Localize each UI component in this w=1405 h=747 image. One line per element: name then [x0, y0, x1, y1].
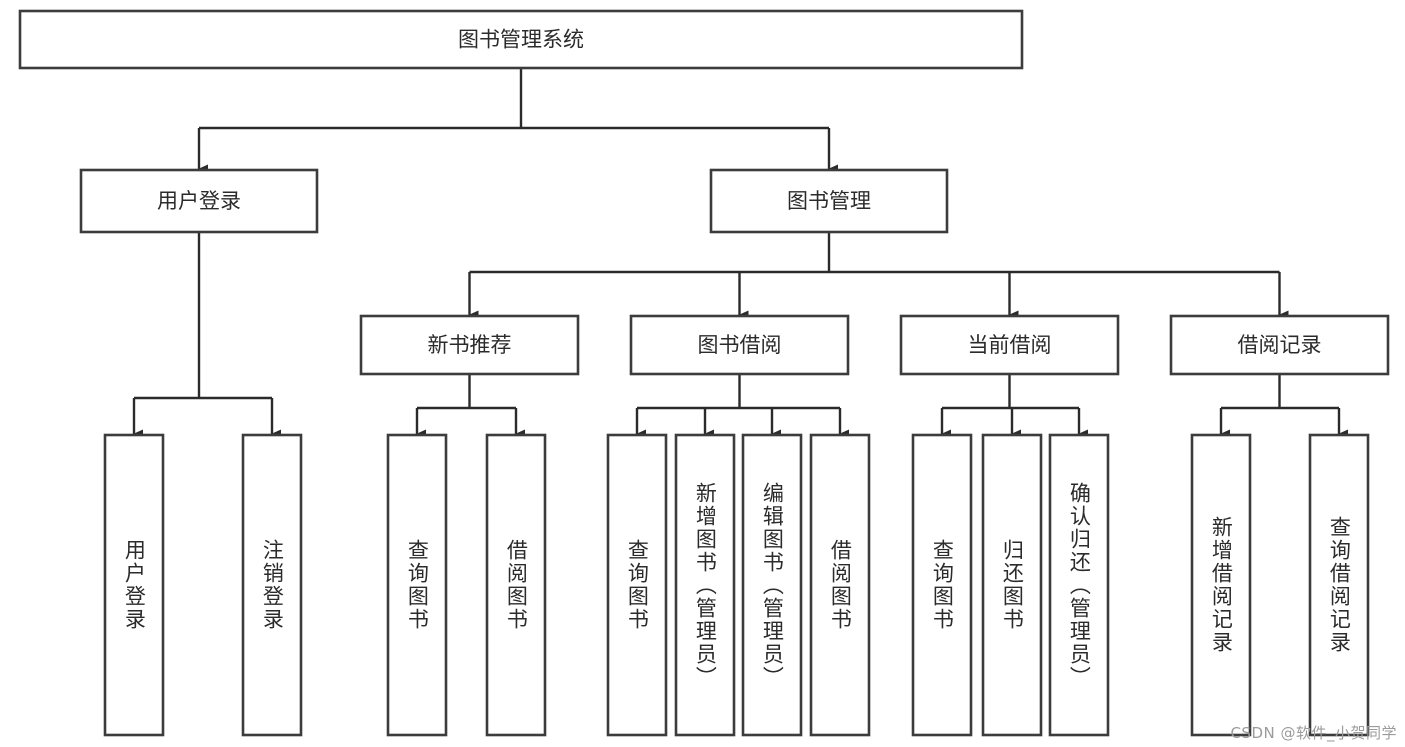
node-label: 确认归还（管理员）: [1067, 481, 1092, 689]
node-current-borrow[interactable]: 当前借阅: [899, 314, 1120, 376]
node-leaf-borrow-book-1[interactable]: 借阅图书: [485, 433, 547, 737]
node-box: [1048, 433, 1110, 737]
node-label: 归还图书: [1000, 539, 1025, 631]
node-leaf-add-book[interactable]: 新增图书（管理员）: [674, 433, 736, 737]
node-leaf-user-logout[interactable]: 注销登录: [241, 433, 303, 737]
node-label: 图书管理系统: [458, 28, 584, 52]
node-label: 新增借阅记录: [1209, 516, 1234, 654]
node-label: 查询图书: [405, 539, 430, 631]
node-leaf-user-login[interactable]: 用户登录: [103, 433, 165, 737]
node-label: 借阅记录: [1238, 333, 1322, 357]
node-leaf-confirm-return[interactable]: 确认归还（管理员）: [1048, 433, 1110, 737]
node-box: [741, 433, 803, 737]
node-box: [981, 433, 1043, 737]
node-label: 编辑图书（管理员）: [760, 481, 785, 689]
node-label: 查询图书: [625, 539, 650, 631]
node-box: [359, 314, 580, 376]
watermark-text: CSDN @软件_小贺同学: [1230, 724, 1397, 742]
node-new-book-recommend[interactable]: 新书推荐: [359, 314, 580, 376]
node-box: [809, 433, 871, 737]
node-label: 借阅图书: [828, 539, 853, 631]
node-leaf-borrow-book-2[interactable]: 借阅图书: [809, 433, 871, 737]
node-box: [911, 433, 973, 737]
edge-layer: [132, 68, 1348, 439]
node-box: [674, 433, 736, 737]
node-leaf-query-record[interactable]: 查询借阅记录: [1308, 433, 1370, 737]
node-box: [606, 433, 668, 737]
node-label: 当前借阅: [968, 333, 1052, 357]
node-label: 新书推荐: [428, 333, 512, 357]
node-label: 新增图书（管理员）: [693, 481, 718, 689]
node-box: [629, 314, 850, 376]
node-box: [709, 168, 949, 234]
node-box: [899, 314, 1120, 376]
node-label: 图书借阅: [698, 333, 782, 357]
node-box: [79, 168, 319, 234]
node-box: [103, 433, 165, 737]
node-layer: 图书管理系统用户登录图书管理新书推荐图书借阅当前借阅借阅记录用户登录注销登录查询…: [18, 9, 1390, 737]
node-box: [386, 433, 448, 737]
node-book-borrow[interactable]: 图书借阅: [629, 314, 850, 376]
node-book-management[interactable]: 图书管理: [709, 168, 949, 234]
node-label: 用户登录: [122, 539, 147, 631]
node-leaf-query-book-1[interactable]: 查询图书: [386, 433, 448, 737]
node-leaf-query-book-3[interactable]: 查询图书: [911, 433, 973, 737]
node-user-login[interactable]: 用户登录: [79, 168, 319, 234]
node-box: [1169, 314, 1390, 376]
node-label: 查询借阅记录: [1327, 516, 1352, 654]
node-leaf-query-book-2[interactable]: 查询图书: [606, 433, 668, 737]
node-leaf-add-record[interactable]: 新增借阅记录: [1190, 433, 1252, 737]
node-leaf-return-book[interactable]: 归还图书: [981, 433, 1043, 737]
node-box: [18, 9, 1024, 70]
node-box: [1308, 433, 1370, 737]
node-label: 图书管理: [787, 189, 871, 213]
node-label: 用户登录: [157, 189, 241, 213]
node-box: [485, 433, 547, 737]
node-borrow-record[interactable]: 借阅记录: [1169, 314, 1390, 376]
node-box: [1190, 433, 1252, 737]
node-box: [241, 433, 303, 737]
node-label: 注销登录: [260, 539, 285, 631]
node-root[interactable]: 图书管理系统: [18, 9, 1024, 70]
node-label: 查询图书: [930, 539, 955, 631]
node-leaf-edit-book[interactable]: 编辑图书（管理员）: [741, 433, 803, 737]
node-label: 借阅图书: [504, 539, 529, 631]
